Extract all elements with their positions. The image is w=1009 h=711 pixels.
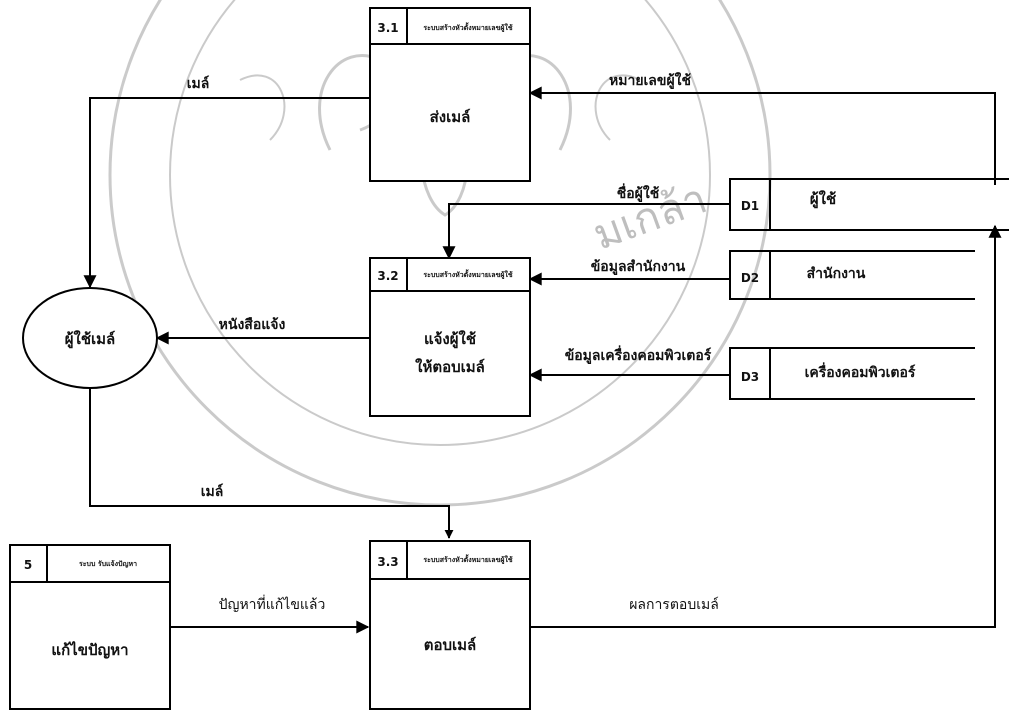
flow-label-user-number: หมายเลขผู้ใช้ xyxy=(609,71,691,89)
process-3-3-id: 3.3 xyxy=(377,555,398,569)
process-3-3: 3.3 ระบบสร้างหัวตั้งหมายเลขผู้ใช้ ตอบเมล… xyxy=(370,541,530,709)
process-3-1-name: ส่งเมล์ xyxy=(430,108,471,126)
datastore-d1: D1 ผู้ใช้ xyxy=(730,179,1009,230)
datastore-d1-name: ผู้ใช้ xyxy=(810,190,836,209)
datastore-d3: D3 เครื่องคอมพิวเตอร์ xyxy=(730,348,975,399)
datastore-d2-name: สำนักงาน xyxy=(807,266,866,282)
flow-label-solved-problem: ปัญหาที่แก้ไขแล้ว xyxy=(219,595,326,613)
datastore-d3-name: เครื่องคอมพิวเตอร์ xyxy=(805,362,916,381)
process-5-header: ระบบ รับแจ้งปัญหา xyxy=(79,559,137,568)
datastore-d2-id: D2 xyxy=(741,271,759,285)
datastore-d2: D2 สำนักงาน xyxy=(730,251,975,299)
flow-label-office-data: ข้อมูลสำนักงาน xyxy=(591,259,686,275)
flow-label-reply-result: ผลการตอบเมล์ xyxy=(629,596,719,613)
process-5-name: แก้ไขปัญหา xyxy=(51,640,128,659)
process-3-2-name-line1: แจ้งผู้ใช้ xyxy=(424,330,476,349)
flow-reply-result xyxy=(530,226,995,627)
process-3-2-id: 3.2 xyxy=(377,269,398,283)
entity-name: ผู้ใช้เมล์ xyxy=(65,330,116,349)
process-3-2: 3.2 ระบบสร้างหัวตั้งหมายเลขผู้ใช้ แจ้งผู… xyxy=(370,258,530,416)
flow-label-mail-top: เมล์ xyxy=(187,75,210,92)
process-3-1: 3.1 ระบบสร้างหัวตั้งหมายเลขผู้ใช้ ส่งเมล… xyxy=(370,8,530,181)
process-3-2-name-line2: ให้ตอบเมล์ xyxy=(415,358,485,376)
datastore-d1-id: D1 xyxy=(741,199,759,213)
flow-label-mail-bottom: เมล์ xyxy=(201,483,224,500)
flow-label-computer-data: ข้อมูลเครื่องคอมพิวเตอร์ xyxy=(565,345,712,364)
process-5-id: 5 xyxy=(24,558,32,572)
flow-label-notice: หนังสือแจ้ง xyxy=(219,317,286,333)
flow-mail-to-user xyxy=(90,98,370,287)
flow-label-user-name: ชื่อผู้ใช้ xyxy=(617,183,660,202)
process-3-3-name: ตอบเมล์ xyxy=(424,636,476,654)
datastore-d3-id: D3 xyxy=(741,370,759,384)
process-5: 5 ระบบ รับแจ้งปัญหา แก้ไขปัญหา xyxy=(10,545,170,709)
external-entity-mail-user: ผู้ใช้เมล์ xyxy=(23,288,157,388)
process-3-1-id: 3.1 xyxy=(377,21,398,35)
